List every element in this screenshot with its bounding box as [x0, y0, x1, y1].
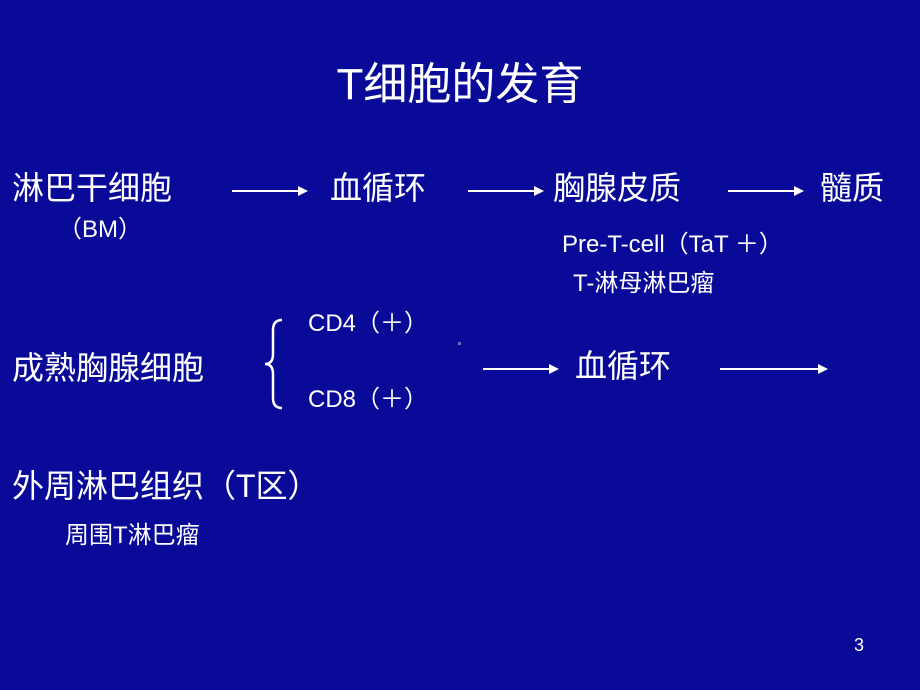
arrow-4-icon [483, 364, 559, 374]
stray-dot [458, 342, 461, 345]
peripheral-t-lymphoma-note: 周围T淋巴瘤 [65, 522, 200, 549]
arrow-1-icon [232, 186, 308, 196]
thymic-cortex-label: 胸腺皮质 [553, 170, 682, 206]
curly-brace-icon [262, 318, 286, 415]
medulla-label: 髓质 [820, 170, 885, 206]
arrow-3-icon [728, 186, 804, 196]
arrow-4 [483, 362, 559, 376]
blood-circulation-label-1: 血循环 [330, 170, 427, 206]
mature-thymocyte-label: 成熟胸腺细胞 [12, 350, 205, 386]
arrow-3 [728, 184, 804, 198]
arrow-1 [232, 184, 308, 198]
arrow-2-icon [468, 186, 544, 196]
pre-t-cell-note: Pre-T-cell（TaT ＋） [562, 231, 783, 258]
cd4-positive-label: CD4（＋） [308, 310, 429, 337]
arrow-5-icon [720, 364, 828, 374]
peripheral-lymphoid-tissue-label: 外周淋巴组织（T区） [12, 468, 320, 504]
page-number: 3 [854, 635, 865, 655]
slide-title: T细胞的发育 [336, 60, 584, 109]
arrow-2 [468, 184, 544, 198]
stem-cell-label: 淋巴干细胞 [12, 170, 173, 206]
cd8-positive-label: CD8（＋） [308, 386, 429, 413]
blood-circulation-label-2: 血循环 [575, 348, 672, 384]
t-lymphoblastic-lymphoma-note: T-淋母淋巴瘤 [573, 270, 715, 297]
arrow-5 [720, 362, 828, 376]
bone-marrow-note: （BM） [58, 216, 142, 243]
